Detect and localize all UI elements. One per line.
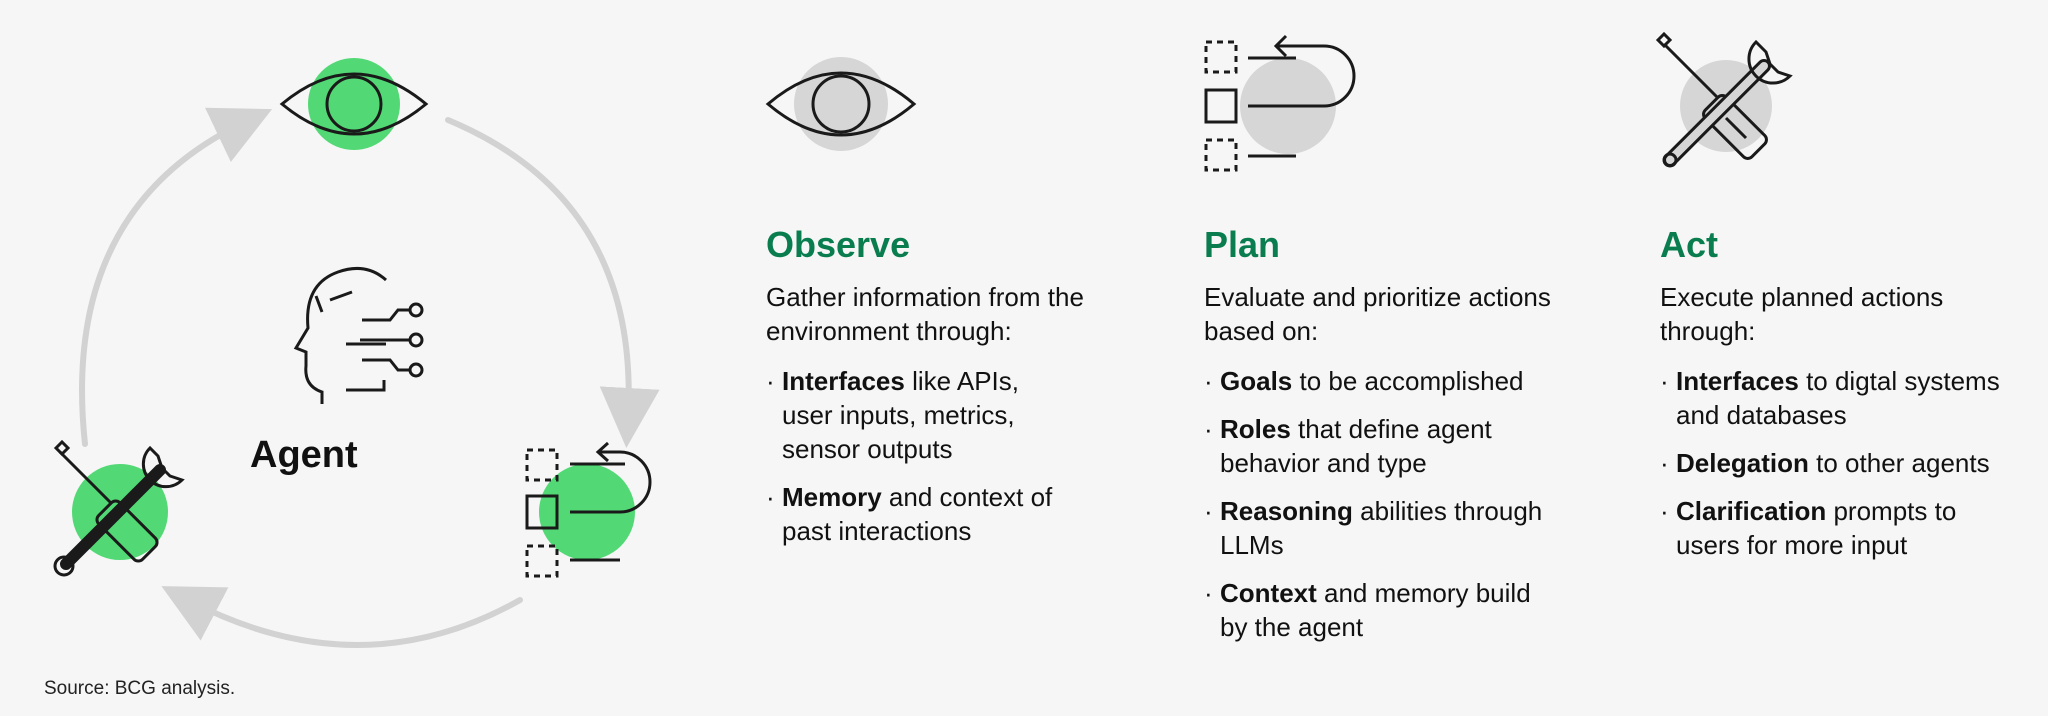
cycle-arrow-act-to-observe — [79, 107, 273, 447]
list-item: ·Interfaces like APIs, user inputs, metr… — [766, 366, 1019, 464]
act-title: Act — [1660, 224, 1719, 265]
list-item: ·Reasoning abilities through LLMs — [1204, 496, 1543, 560]
list-item: ·Context and memory build by the agent — [1204, 578, 1531, 642]
list-item: ·Delegation to other agents — [1660, 448, 1990, 478]
list-item: ·Roles that define agent behavior and ty… — [1204, 414, 1492, 478]
observe-eye-icon — [765, 57, 917, 151]
plan-icon — [525, 441, 652, 578]
list-item: ·Interfaces to digtal systems and databa… — [1660, 366, 2000, 430]
cycle-arrow-plan-to-act — [161, 586, 523, 648]
plan-bullet-list: ·Goals to be accomplished ·Roles that de… — [1204, 364, 1564, 658]
plan-title: Plan — [1204, 224, 1281, 265]
act-description: Execute planned actions through: — [1660, 282, 1944, 346]
tools-icon — [53, 439, 185, 577]
plan-description: Evaluate and prioritize actions based on… — [1204, 282, 1551, 346]
ai-head-icon — [293, 266, 424, 404]
list-item: ·Clarification prompts to users for more… — [1660, 496, 1957, 560]
agent-cycle-diagram — [53, 58, 660, 648]
observe-bullet-list: ·Interfaces like APIs, user inputs, metr… — [766, 364, 1076, 562]
observe-title: Observe — [766, 224, 911, 265]
act-bullet-list: ·Interfaces to digtal systems and databa… — [1660, 364, 2020, 576]
cycle-arrow-observe-to-plan — [445, 117, 660, 448]
observe-description: Gather information from the environment … — [766, 282, 1084, 346]
source-note: Source: BCG analysis. — [44, 678, 236, 699]
list-item: ·Memory and context of past interactions — [766, 482, 1053, 546]
list-item: ·Goals to be accomplished — [1204, 366, 1524, 396]
act-tools-icon — [1655, 31, 1793, 168]
plan-checklist-icon — [1204, 34, 1356, 172]
eye-icon — [279, 58, 429, 150]
agent-label: Agent — [250, 434, 358, 476]
